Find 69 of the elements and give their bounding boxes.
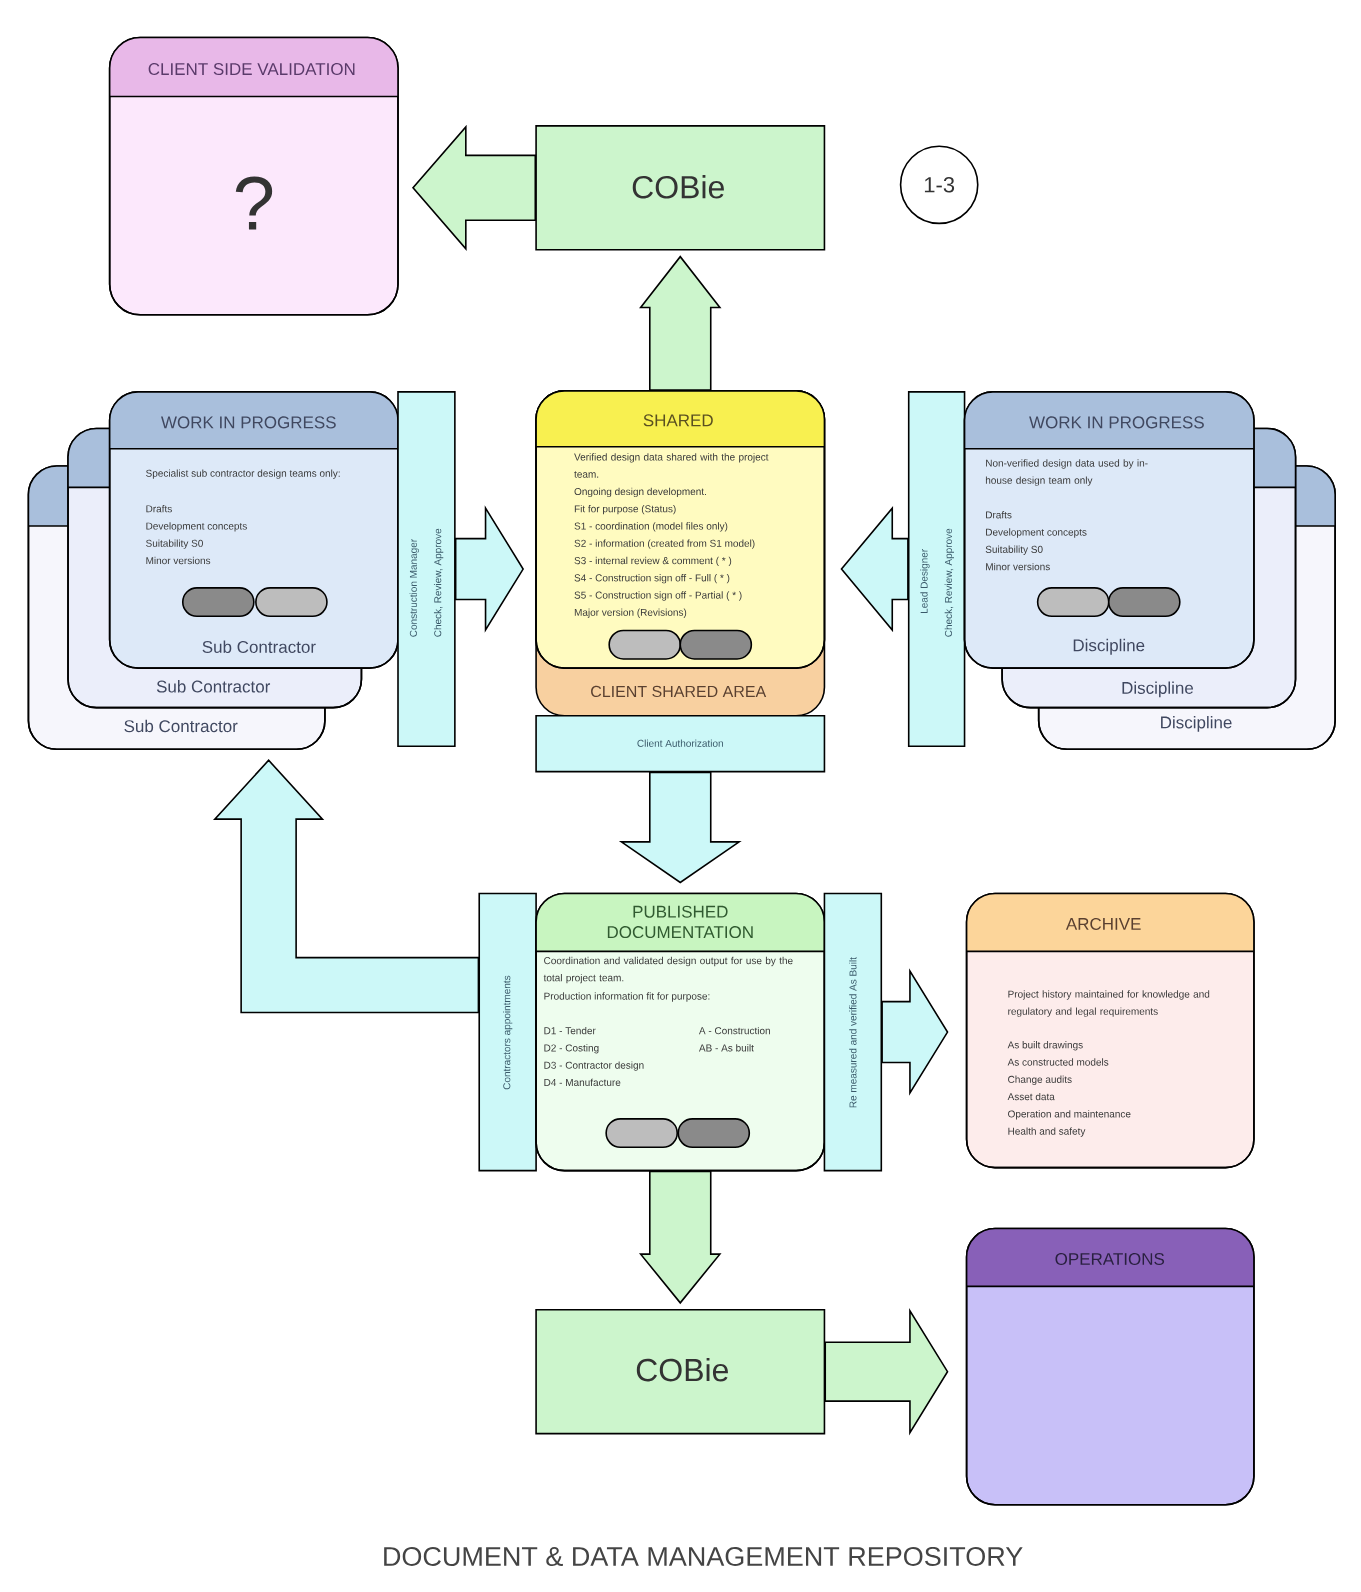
question-mark: ? [236, 176, 273, 230]
box-label: COBie [633, 175, 725, 199]
card-text: D4 - Manufacture [544, 1078, 621, 1086]
bar-label: Construction Manager [409, 539, 420, 637]
card-text: S4 - Construction sign off - Full ( * ) [574, 574, 730, 584]
card-text: D1 - Tender [544, 1026, 596, 1035]
card-text: A - Construction [699, 1026, 771, 1035]
card-text: As built drawings [1007, 1041, 1083, 1051]
card-heading: WORK IN PROGRESS [161, 416, 336, 429]
card-label: Sub Contractor [202, 640, 316, 653]
card-text: Production information fit for purpose: [544, 992, 710, 1002]
bar-label: Check, Review, Approve [434, 528, 444, 637]
card-heading: CLIENT SHARED AREA [591, 685, 767, 698]
block-arrow [619, 771, 742, 884]
card-text: S2 - information (created from S1 model) [574, 539, 755, 549]
block-arrow [412, 124, 537, 251]
card-text: Non-verified design data used by in-house design team only [986, 459, 1148, 486]
step-number: 1-3 [925, 177, 955, 193]
block-arrow [455, 505, 525, 633]
card-label: Discipline [1074, 638, 1145, 655]
card-text: Coordination and validated design output for use by the total project team. [544, 956, 793, 984]
card-text: S1 - coordination (model files only) [574, 522, 728, 532]
card-label: Discipline [1122, 681, 1194, 698]
card-text: Health and safety [1008, 1127, 1086, 1137]
card-text: S3 - internal review & comment ( * ) [574, 556, 732, 567]
block-arrow [824, 1307, 949, 1436]
card-text: S5 - Construction sign off - Partial ( * ) [574, 591, 742, 601]
bar-label: Check, Review, Approve [944, 528, 955, 637]
card-text: Minor versions [146, 556, 211, 565]
card-label: Sub Contractor [124, 719, 238, 733]
card-text: Suitability S0 [146, 539, 204, 549]
card-heading: SHARED [643, 414, 714, 427]
card-text: Project history maintained for knowledge and regulatory and legal requirements [1008, 990, 1210, 1017]
card-text: Asset data [1007, 1092, 1056, 1101]
card-heading: ARCHIVE [1066, 917, 1141, 930]
card-text: Specialist sub contractor design teams only: [146, 469, 340, 479]
card-text: Suitability S0 [985, 545, 1043, 555]
bar-label: Client Authorization [637, 739, 724, 747]
block-arrow [639, 1170, 722, 1305]
card-heading: CLIENT SIDE VALIDATION [148, 63, 355, 76]
block-arrow [213, 759, 480, 1014]
block-arrow [881, 968, 949, 1096]
card-text: Verified design data shared with the project team. [574, 453, 769, 478]
card-text: Change audits [1008, 1075, 1072, 1085]
card-text: D3 - Contractor design [544, 1061, 644, 1071]
card-text: D2 - Costing [544, 1044, 599, 1054]
card-text: Major version (Revisions) [575, 608, 687, 618]
card-text: As constructed models [1007, 1058, 1109, 1066]
card-text: Development concepts [146, 522, 248, 532]
bar-label: Contractors appointments [503, 975, 513, 1090]
card-text: Development concepts [986, 528, 1087, 538]
card-label: Discipline [1161, 716, 1232, 732]
card-heading: PUBLISHED DOCUMENTATION [608, 905, 753, 939]
block-arrow [639, 255, 722, 391]
block-arrow [840, 505, 909, 633]
card-text: Minor versions [986, 562, 1051, 571]
card-heading: OPERATIONS [1055, 1253, 1165, 1265]
box-label: COBie [637, 1357, 729, 1382]
bar-label: Re measured and verified As Built [849, 957, 857, 1108]
card-text: AB - As built [699, 1044, 755, 1052]
card-text: Operation and maintenance [1008, 1110, 1131, 1120]
card-text: Ongoing design development. [574, 487, 707, 498]
card-heading: WORK IN PROGRESS [1029, 416, 1205, 429]
card-text: Drafts [146, 505, 173, 513]
title: DOCUMENT & DATA MANAGEMENT REPOSITORY [384, 1546, 1023, 1566]
bar-label: Lead Designer [920, 549, 930, 614]
card-label: Sub Contractor [157, 680, 271, 693]
card-text: Drafts [986, 511, 1012, 519]
card-text: Fit for purpose (Status) [575, 505, 676, 515]
